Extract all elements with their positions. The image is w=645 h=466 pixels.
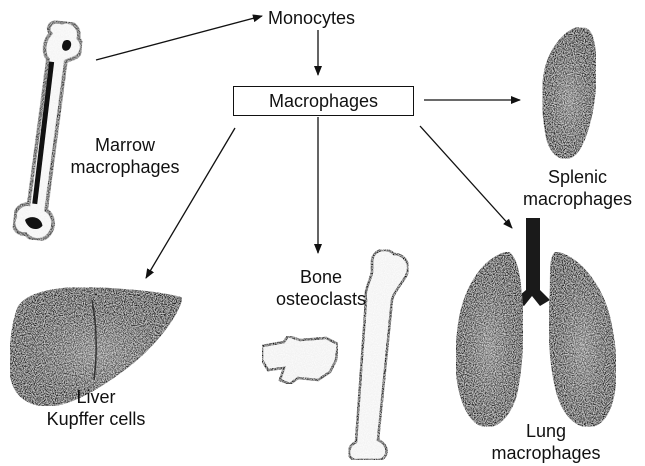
spleen-icon	[543, 28, 597, 159]
lung-label: Lung macrophages	[476, 420, 616, 464]
arrow-macrophages-to-lung	[420, 126, 512, 228]
arrow-femur-to-monocytes	[96, 16, 262, 60]
splenic-line-2: macrophages	[510, 188, 645, 210]
liver-line-2: Kupffer cells	[26, 408, 166, 430]
bone-line-1: Bone	[266, 266, 376, 288]
lung-line-2: macrophages	[476, 442, 616, 464]
liver-line-1: Liver	[26, 386, 166, 408]
monocytes-label: Monocytes	[268, 7, 355, 29]
marrow-line-1: Marrow	[60, 134, 190, 156]
marrow-label: Marrow macrophages	[60, 134, 190, 178]
liver-label: Liver Kupffer cells	[26, 386, 166, 430]
macrophages-label: Macrophages	[269, 91, 378, 112]
bone-label: Bone osteoclasts	[266, 266, 376, 310]
splenic-label: Splenic macrophages	[510, 166, 645, 210]
marrow-line-2: macrophages	[60, 156, 190, 178]
lungs-icon	[456, 218, 616, 426]
splenic-line-1: Splenic	[510, 166, 645, 188]
vertebra-icon	[262, 336, 338, 384]
femur-icon	[12, 19, 84, 243]
lung-line-1: Lung	[476, 420, 616, 442]
bone-line-2: osteoclasts	[266, 288, 376, 310]
macrophages-box: Macrophages	[233, 86, 414, 116]
